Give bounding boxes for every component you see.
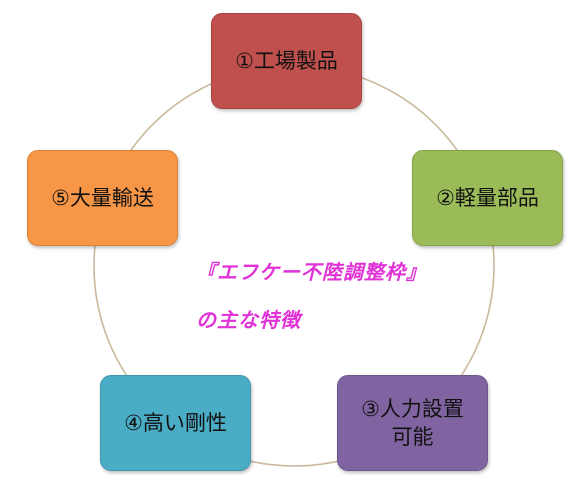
node-factory-product-label: ①工場製品: [235, 48, 338, 73]
node-manual-installation-label-line1: ③人力設置: [361, 396, 464, 421]
center-caption-title: 『エフケー不陸調整枠』: [196, 260, 427, 284]
center-caption-subtitle: の主な特徴: [196, 308, 301, 332]
node-high-rigidity: ④高い剛性: [100, 375, 251, 471]
node-lightweight-parts-label: ②軽量部品: [436, 185, 539, 210]
node-lightweight-parts: ②軽量部品: [412, 150, 563, 246]
node-high-rigidity-label: ④高い剛性: [124, 410, 227, 435]
node-mass-transport-label: ⑤大量輸送: [51, 185, 154, 210]
node-manual-installation: ③人力設置 可能: [337, 375, 488, 471]
node-mass-transport: ⑤大量輸送: [27, 150, 178, 246]
node-factory-product: ①工場製品: [211, 13, 362, 109]
node-manual-installation-label-line2: 可能: [391, 425, 434, 449]
